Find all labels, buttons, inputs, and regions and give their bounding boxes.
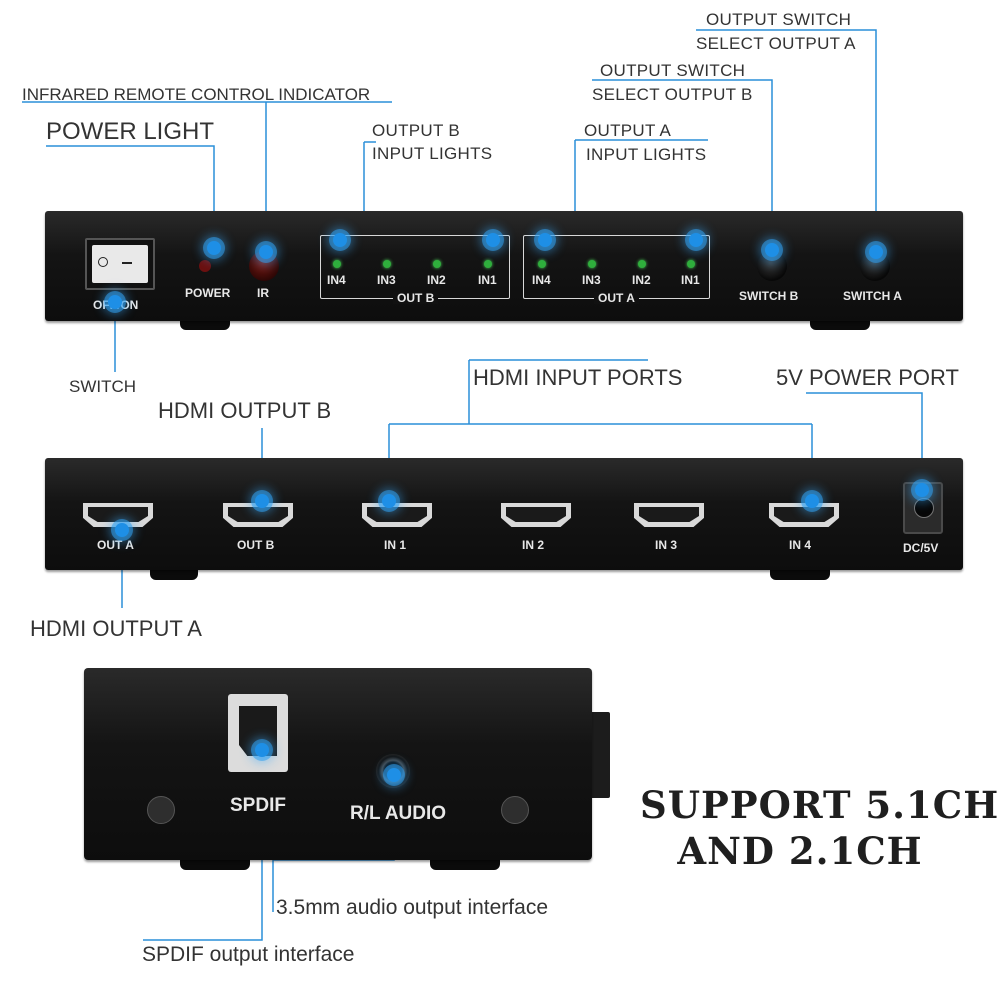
callout-hdmi-input-ports: HDMI INPUT PORTS xyxy=(473,365,683,390)
highlight-dot xyxy=(486,233,500,247)
hdmi-port-in-1[interactable] xyxy=(362,503,432,527)
out-b-led xyxy=(383,260,391,268)
port-label: IN 2 xyxy=(522,538,545,552)
spdif-silk-label: SPDIF xyxy=(230,795,286,816)
callout-audio-out: 3.5mm audio output interface xyxy=(276,896,548,919)
led-input-label: IN3 xyxy=(377,273,396,287)
out-a-led xyxy=(638,260,646,268)
audio-silk-label: R/L AUDIO xyxy=(350,803,447,824)
highlight-dot xyxy=(255,743,269,757)
side-edge xyxy=(590,712,610,798)
rear-panel: OUT A OUT B IN 1 IN 2 IN 3 IN 4 DC/5V xyxy=(45,458,963,570)
callout-5v-power-port: 5V POWER PORT xyxy=(776,365,959,390)
out-b-led xyxy=(484,260,492,268)
device-foot xyxy=(770,568,830,580)
highlight-dot xyxy=(387,768,401,782)
led-input-label: IN1 xyxy=(681,273,700,287)
slogan-line-1: SUPPORT 5.1CH xyxy=(640,783,1000,827)
out-a-group-label: OUT A xyxy=(594,292,639,304)
hdmi-port-in-3[interactable] xyxy=(634,503,704,527)
led-input-label: IN3 xyxy=(582,273,601,287)
out-a-led xyxy=(538,260,546,268)
front-panel: OFF/ON POWER IR IN4 IN3 IN2 IN1 OUT B IN… xyxy=(45,211,963,321)
highlight-dot xyxy=(805,494,819,508)
callout-switch-b-line1: OUTPUT SWITCH xyxy=(600,61,746,80)
out-a-led xyxy=(588,260,596,268)
callout-switch-a-line1: OUTPUT SWITCH xyxy=(706,10,852,29)
ir-silk-label: IR xyxy=(257,286,269,300)
screw-icon xyxy=(147,796,175,824)
callout-switch-b-line2: SELECT OUTPUT B xyxy=(592,85,753,104)
dc-silk-label: DC/5V xyxy=(903,541,939,555)
led-input-label: IN2 xyxy=(632,273,651,287)
port-label: IN 4 xyxy=(789,538,812,552)
side-panel: SPDIF R/L AUDIO xyxy=(84,668,592,860)
led-input-label: IN4 xyxy=(327,273,346,287)
off-symbol-icon xyxy=(98,257,108,267)
highlight-dot xyxy=(255,494,269,508)
spdif-port[interactable] xyxy=(228,694,288,772)
support-slogan: SUPPORT 5.1CH AND 2.1CH xyxy=(640,782,1000,875)
callout-ir-indicator: INFRARED REMOTE CONTROL INDICATOR xyxy=(22,85,371,104)
led-input-label: IN4 xyxy=(532,273,551,287)
power-silk-label: POWER xyxy=(185,286,231,300)
on-symbol-icon xyxy=(122,262,132,264)
highlight-dot xyxy=(689,233,703,247)
out-b-led xyxy=(333,260,341,268)
highlight-dot xyxy=(259,245,273,259)
port-label: OUT A xyxy=(97,538,134,552)
out-b-indicator-group: IN4 IN3 IN2 IN1 OUT B xyxy=(320,235,510,304)
highlight-dot xyxy=(207,241,221,255)
highlight-dot xyxy=(765,243,779,257)
highlight-dot xyxy=(915,483,929,497)
callout-out-a-lights-line2: INPUT LIGHTS xyxy=(586,145,707,164)
led-input-label: IN2 xyxy=(427,273,446,287)
power-led xyxy=(199,260,211,272)
callout-hdmi-output-a: HDMI OUTPUT A xyxy=(30,616,202,641)
out-a-led xyxy=(687,260,695,268)
hdmi-port-in-4[interactable] xyxy=(769,503,839,527)
port-label: IN 1 xyxy=(384,538,407,552)
screw-icon xyxy=(501,796,529,824)
switch-a-silk-label: SWITCH A xyxy=(843,289,902,303)
out-b-led xyxy=(433,260,441,268)
device-foot xyxy=(150,568,198,580)
callout-switch: SWITCH xyxy=(69,377,137,396)
out-a-indicator-group: IN4 IN3 IN2 IN1 OUT A xyxy=(523,235,710,304)
callout-out-b-lights-line2: INPUT LIGHTS xyxy=(372,144,493,163)
out-b-group-label: OUT B xyxy=(393,292,439,304)
power-rocker-switch[interactable] xyxy=(85,238,155,290)
highlight-dot xyxy=(108,295,122,309)
callout-hdmi-output-b: HDMI OUTPUT B xyxy=(158,398,332,423)
slogan-line-2: AND 2.1CH xyxy=(677,829,923,874)
callout-out-b-lights-line1: OUTPUT B xyxy=(372,121,461,140)
callout-out-a-lights-line1: OUTPUT A xyxy=(584,121,672,140)
callout-power-light: POWER LIGHT xyxy=(46,118,215,145)
callout-spdif-out: SPDIF output interface xyxy=(142,943,355,966)
highlight-dot xyxy=(382,494,396,508)
switch-b-silk-label: SWITCH B xyxy=(739,289,799,303)
highlight-dot xyxy=(869,245,883,259)
highlight-dot xyxy=(333,233,347,247)
callout-switch-a-line2: SELECT OUTPUT A xyxy=(696,34,856,53)
highlight-dot xyxy=(538,233,552,247)
port-label: IN 3 xyxy=(655,538,678,552)
hdmi-port-in-2[interactable] xyxy=(501,503,571,527)
port-label: OUT B xyxy=(237,538,275,552)
highlight-dot xyxy=(115,523,129,537)
led-input-label: IN1 xyxy=(478,273,497,287)
dc-socket-icon xyxy=(914,498,934,518)
